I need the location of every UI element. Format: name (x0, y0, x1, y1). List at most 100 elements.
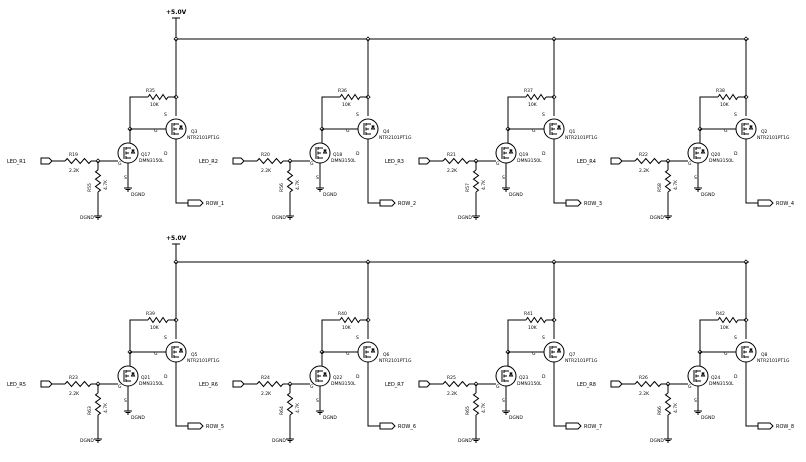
pulldown-resistor (286, 169, 294, 193)
drain-wire (553, 139, 566, 204)
pulldown-value: 4.7K (481, 402, 487, 413)
ground-label: DGND (323, 415, 337, 421)
pullup-value: 10K (528, 102, 538, 108)
pullup-resistor (339, 93, 361, 101)
pullup-value: 10K (150, 325, 160, 331)
pulldown-value: 4.7K (481, 179, 487, 190)
p-mosfet-body (741, 123, 754, 135)
gate-wire (699, 96, 718, 129)
drain-pin: D (356, 151, 360, 157)
base-resistor-value: 2.2K (447, 391, 458, 397)
input-label: LED_R2 (199, 159, 218, 165)
channel-5: R3910KGSDQ5NTR2101PT1GROW_5Q21DMN3150LGS… (7, 259, 224, 444)
gate-pin: G (310, 384, 314, 390)
n-mosfet (309, 142, 331, 164)
pullup-resistor (147, 316, 169, 324)
diode-mark (700, 371, 706, 377)
high-fet-part: NTR2101PT1G (565, 135, 598, 141)
source-pin: S (124, 398, 127, 404)
row-output-label: ROW_3 (584, 201, 602, 207)
input-label: LED_R1 (7, 159, 26, 165)
gate-pin: G (346, 128, 350, 134)
base-resistor-ref: R25 (447, 375, 456, 381)
n-mosfet-body (315, 370, 328, 382)
pulldown-value: 4.7K (673, 402, 679, 413)
n-mosfet (495, 142, 517, 164)
base-resistor-ref: R26 (639, 375, 648, 381)
channel-6: R4010KGSDQ6NTR2101PT1GROW_6Q22DMN3150LGS… (199, 259, 416, 444)
ground-label: DGND (458, 438, 472, 444)
input-label: LED_R3 (385, 159, 404, 165)
pullup-resistor (339, 316, 361, 324)
row-port (187, 422, 204, 430)
gate-wire (507, 319, 526, 352)
diode-mark (130, 371, 136, 377)
input-label: LED_R7 (385, 382, 404, 388)
pulldown-resistor (472, 169, 480, 193)
gate-pin: G (496, 384, 500, 390)
gate-pin: G (496, 161, 500, 167)
low-fet-part: DMN3150L (139, 381, 164, 387)
n-mosfet-body (501, 147, 514, 159)
p-mosfet (165, 118, 187, 140)
source-pin: S (502, 398, 505, 404)
gate-pin: G (688, 384, 692, 390)
base-resistor-ref: R21 (447, 152, 456, 158)
diode-mark (748, 124, 754, 130)
high-fet-ref: Q1 (569, 129, 576, 135)
drain-pin: D (542, 374, 546, 380)
diode-mark (322, 371, 328, 377)
low-fet-ref: Q18 (333, 152, 342, 158)
gate-pin: G (532, 351, 536, 357)
drain-wire (745, 139, 758, 204)
source-pin: S (694, 175, 697, 181)
pullup-value: 10K (342, 325, 352, 331)
source-pin: S (734, 112, 737, 118)
gate-pin: G (532, 128, 536, 134)
high-fet-ref: Q7 (569, 352, 576, 358)
n-mosfet-body (693, 370, 706, 382)
drain-wire (367, 139, 380, 204)
row-port (757, 422, 774, 430)
row-port (379, 199, 396, 207)
n-mosfet-body (123, 370, 136, 382)
gate-pin: G (118, 384, 122, 390)
diode-mark (178, 347, 184, 353)
input-port (40, 380, 53, 388)
ground-label: DGND (272, 215, 286, 221)
pulldown-ref: R57 (465, 183, 471, 192)
pulldown-value: 4.7K (295, 179, 301, 190)
row-port (379, 422, 396, 430)
pulldown-ref: R66 (657, 406, 663, 415)
ground-label: DGND (131, 415, 145, 421)
n-mosfet-body (123, 147, 136, 159)
pullup-ref: R41 (524, 311, 533, 317)
row-output-label: ROW_4 (776, 201, 794, 207)
ground-label: DGND (701, 192, 715, 198)
low-fet-ref: Q24 (711, 375, 720, 381)
high-fet-ref: Q4 (383, 129, 390, 135)
low-fet-part: DMN3150L (517, 381, 542, 387)
gate-wire (129, 319, 148, 352)
row-port (187, 199, 204, 207)
channel-3: R3710KGSDQ1NTR2101PT1GROW_3Q19DMN3150LGS… (385, 36, 602, 221)
base-resistor-ref: R19 (69, 152, 78, 158)
input-port (232, 380, 245, 388)
base-resistor (64, 157, 92, 165)
pulldown-value: 4.7K (103, 179, 109, 190)
row-output-label: ROW_7 (584, 424, 602, 430)
gate-pin: G (118, 161, 122, 167)
channel-2: R3610KGSDQ4NTR2101PT1GROW_2Q18DMN3150LGS… (199, 36, 416, 221)
base-resistor-value: 2.2K (69, 391, 80, 397)
high-fet-part: NTR2101PT1G (757, 358, 790, 364)
high-fet-part: NTR2101PT1G (187, 135, 220, 141)
base-resistor (634, 157, 662, 165)
pullup-resistor (717, 316, 739, 324)
low-fet-part: DMN3150L (331, 158, 356, 164)
low-fet-part: DMN3150L (709, 158, 734, 164)
gate-pin: G (310, 161, 314, 167)
base-resistor-value: 2.2K (639, 391, 650, 397)
base-resistor (634, 380, 662, 388)
pulldown-resistor (664, 392, 672, 416)
